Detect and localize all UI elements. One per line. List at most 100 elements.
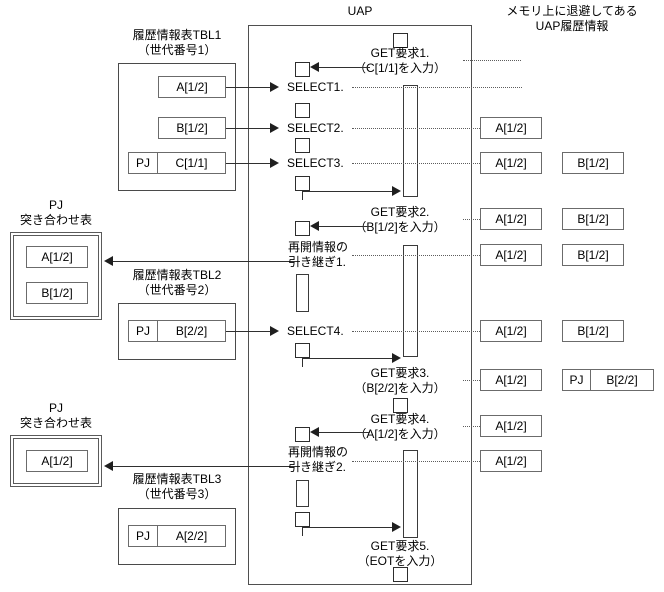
arrow-to-bar2-line: [302, 358, 394, 359]
memory-title-line1: メモリ上に退避してある: [506, 4, 638, 18]
memory-snapshot-5-item-1: B[1/2]: [562, 320, 624, 342]
uap-wait-bar-1: [296, 274, 309, 312]
leader-get2: [463, 219, 480, 220]
arrow-to-bar1-line: [302, 191, 394, 192]
arrow-get2-line: [316, 226, 370, 227]
memory-snapshot-3-item-1: B[1/2]: [562, 208, 624, 230]
arrow-tbl1-select3-line: [226, 163, 272, 164]
pj1-caption-line2: 突き合わせ表: [19, 213, 92, 227]
tbl1-row-2-pj: PJ: [129, 153, 158, 173]
leader-takeover2: [352, 461, 480, 462]
get-request-1-line1: GET要求1.: [370, 46, 430, 60]
arrow-get1-head: [310, 62, 319, 72]
arrow-get4-line: [316, 432, 370, 433]
uap-square-get2: [295, 221, 310, 236]
arrow-to-bar1-head: [392, 186, 401, 196]
arrow-tbl2-select4-head: [270, 326, 279, 336]
uap-square-get4: [295, 427, 310, 442]
leader-get4: [463, 426, 480, 427]
uap-square-between-get3-get4: [393, 398, 408, 413]
arrow-tbl1-select1-line: [226, 87, 272, 88]
leader-select3: [352, 163, 480, 164]
leader-get3: [463, 380, 480, 381]
arrow-get2-head: [310, 221, 319, 231]
select-label-2: SELECT2.: [287, 121, 344, 135]
tbl1-frame: [118, 63, 236, 191]
get-request-3-line2: （B[2/2]を入力）: [354, 381, 446, 395]
uap-square-select3: [295, 138, 310, 153]
arrow-takeover1-head: [104, 256, 113, 266]
arrow-tbl1-select3-head: [270, 158, 279, 168]
arrow-to-bar1-vline: [302, 191, 303, 200]
leader-select4: [352, 331, 480, 332]
arrow-takeover2-line: [108, 466, 300, 467]
select-label-4: SELECT4.: [287, 324, 344, 338]
takeover-1-line1: 再開情報の: [288, 240, 349, 254]
get-request-5-line2: （EOTを入力）: [357, 554, 443, 568]
uap-frame: [248, 25, 472, 585]
uap-square-after-select4: [295, 343, 310, 358]
arrow-tbl2-select4-line: [226, 331, 272, 332]
uap-square-bottom: [393, 567, 408, 582]
pj1-caption-line1: PJ: [48, 198, 63, 212]
arrow-takeover1-line: [108, 261, 300, 262]
memory-snapshot-2-item-0: A[1/2]: [480, 152, 542, 174]
arrow-takeover2-head: [104, 461, 113, 471]
tbl2-row-0-pj: PJ: [129, 321, 158, 341]
leader-takeover1: [352, 255, 480, 256]
select-label-3: SELECT3.: [287, 156, 344, 170]
get-request-2-line2: （B[1/2]を入力）: [354, 220, 446, 234]
uap-square-top: [393, 33, 408, 48]
pj1-inner-frame: A[1/2] B[1/2]: [13, 235, 99, 317]
uap-activation-bar-2: [403, 245, 418, 357]
memory-snapshot-6-item-1: PJ B[2/2]: [562, 369, 654, 391]
tbl3-row-0-pj: PJ: [129, 526, 158, 546]
pj2-caption-line1: PJ: [48, 401, 63, 415]
memory-snapshot-6-item-1-value: B[2/2]: [606, 373, 638, 387]
memory-snapshot-1-item-0: A[1/2]: [480, 117, 542, 139]
select-label-1: SELECT1.: [287, 80, 344, 94]
uap-title: UAP: [347, 4, 373, 18]
uap-activation-bar-3: [403, 450, 418, 538]
tbl2-caption-line2: （世代番号2）: [137, 283, 217, 297]
pj2-inner-frame: A[1/2]: [13, 438, 99, 484]
memory-snapshot-8-item-0: A[1/2]: [480, 450, 542, 472]
tbl1-caption-line1: 履歴情報表TBL1: [132, 28, 222, 42]
tbl1-row-2-value: C[1/1]: [175, 156, 208, 170]
uap-square-after-select3: [295, 176, 310, 191]
tbl2-caption-line1: 履歴情報表TBL2: [132, 268, 222, 282]
memory-snapshot-7-item-0: A[1/2]: [480, 415, 542, 437]
takeover-2-line1: 再開情報の: [288, 445, 349, 459]
arrow-to-bar2-vline: [302, 358, 303, 367]
tbl3-frame: [118, 508, 236, 565]
arrow-to-bar2-head: [392, 353, 401, 363]
uap-activation-bar-1: [403, 85, 418, 197]
memory-snapshot-4-item-0: A[1/2]: [480, 244, 542, 266]
get-request-2-line1: GET要求2.: [370, 205, 430, 219]
tbl2-row-0: PJ B[2/2]: [128, 320, 226, 342]
arrow-tbl1-select2-head: [270, 123, 279, 133]
memory-snapshot-2-item-1: B[1/2]: [562, 152, 624, 174]
tbl1-row-0-value: A[1/2]: [158, 76, 226, 98]
pj2-entry-0: A[1/2]: [26, 450, 88, 472]
uap-square-select2: [295, 103, 310, 118]
tbl3-caption-line1: 履歴情報表TBL3: [132, 472, 222, 486]
takeover-2-line2: 引き継ぎ2.: [288, 460, 347, 474]
arrow-tbl1-select2-line: [226, 128, 272, 129]
takeover-1-line2: 引き継ぎ1.: [288, 255, 347, 269]
get-request-4-line1: GET要求4.: [370, 412, 430, 426]
pj1-entry-0: A[1/2]: [26, 246, 88, 268]
memory-snapshot-5-item-0: A[1/2]: [480, 320, 542, 342]
uap-square-before-get5: [295, 512, 310, 527]
memory-snapshot-6-item-0: A[1/2]: [480, 369, 542, 391]
pj2-caption-line2: 突き合わせ表: [19, 416, 92, 430]
tbl3-row-0-value: A[2/2]: [175, 529, 208, 543]
arrow-get4-head: [310, 427, 319, 437]
arrow-to-bar3-vline: [302, 527, 303, 536]
leader-select1: [352, 87, 522, 88]
memory-snapshot-3-item-0: A[1/2]: [480, 208, 542, 230]
memory-snapshot-4-item-1: B[1/2]: [562, 244, 624, 266]
arrow-to-bar3-head: [392, 522, 401, 532]
get-request-4-line2: （A[1/2]を入力）: [354, 427, 446, 441]
